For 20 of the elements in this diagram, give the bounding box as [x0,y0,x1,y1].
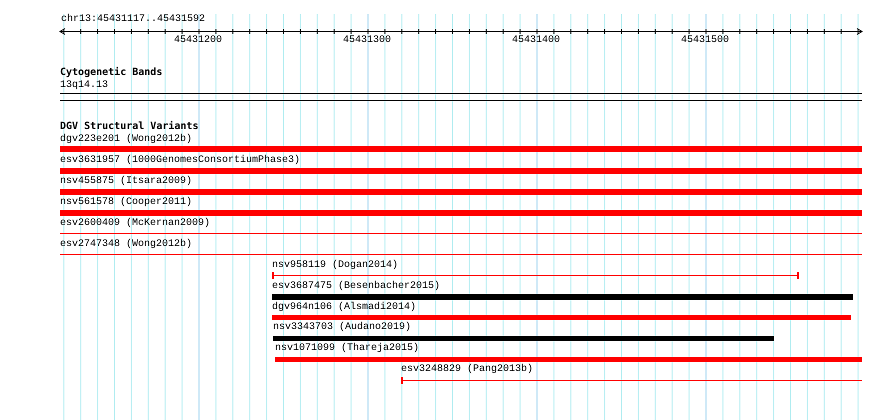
feature-label: nsv958119 (Dogan2014) [272,260,398,272]
feature-label: nsv455875 (Itsara2009) [60,176,192,188]
feature-label: esv3687475 (Besenbacher2015) [272,281,440,293]
feature-label: dgv223e201 (Wong2012b) [60,134,192,146]
feature-label: nsv1071099 (Thareja2015) [275,343,420,355]
feature-label: esv3631957 (1000GenomesConsortiumPhase3) [60,155,300,167]
feature-label: esv2600409 (McKernan2009) [60,218,210,230]
track-title: Cytogenetic Bands [60,67,162,79]
track-title: DGV Structural Variants [60,121,198,133]
axis-tick-label: 45431300 [343,35,392,47]
axis-tick-label: 45431400 [512,35,560,47]
band-label: 13q14.13 [60,80,108,92]
region-label: chr13:45431117..45431592 [61,14,206,26]
axis-tick-label: 45431200 [174,35,222,47]
feature-label: nsv561578 (Cooper2011) [60,197,192,209]
feature-label: nsv3343703 (Audano2019) [273,322,412,334]
axis-tick-label: 45431500 [681,35,730,47]
feature-label: dgv964n106 (Alsmadi2014) [272,302,416,314]
feature-label: esv3248829 (Pang2013b) [401,364,534,376]
feature-label: esv2747348 (Wong2012b) [60,239,192,251]
